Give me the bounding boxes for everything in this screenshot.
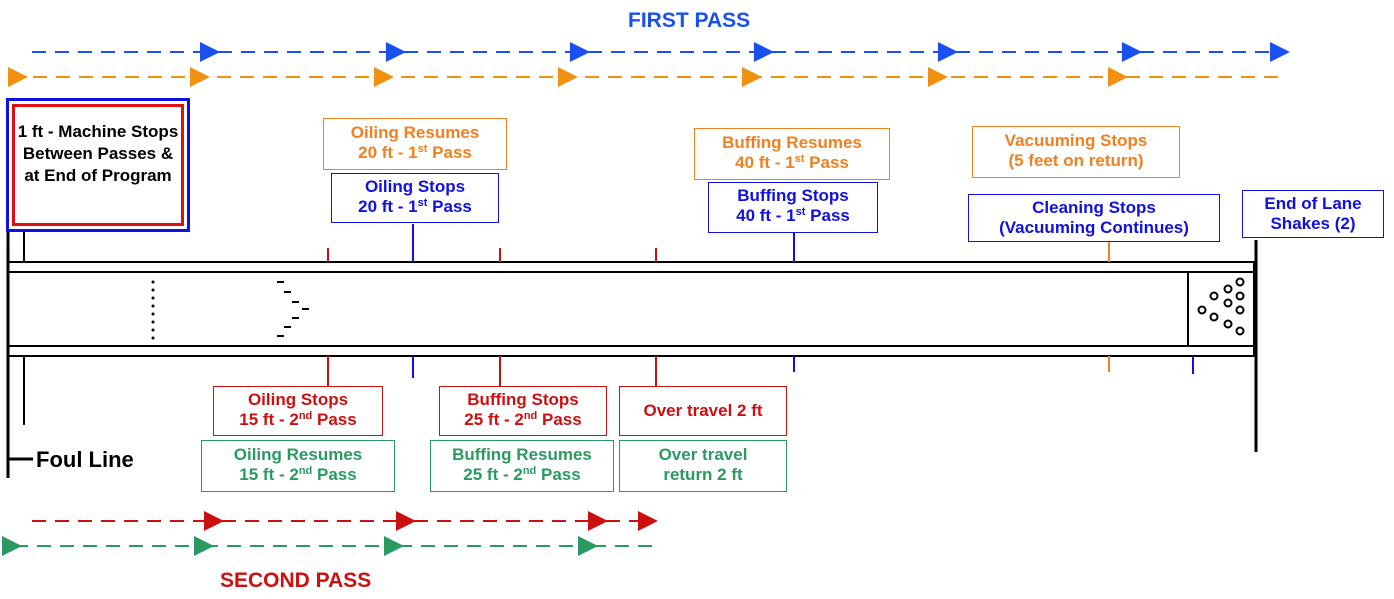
oiling-stops-second-pass: Oiling Stops 15 ft - 2nd Pass <box>213 386 383 436</box>
buffing-resumes-second-pass: Buffing Resumes 25 ft - 2nd Pass <box>430 440 614 492</box>
buffing-stops-second-pass: Buffing Stops 25 ft - 2nd Pass <box>439 386 607 436</box>
first-pass-title: FIRST PASS <box>628 9 751 32</box>
buffing-stops-first-pass: Buffing Stops 40 ft - 1st Pass <box>708 182 878 233</box>
oiling-stops-first-pass: Oiling Stops 20 ft - 1st Pass <box>331 173 499 223</box>
ticks-bottom <box>327 356 1194 386</box>
pin-deck <box>1197 277 1245 336</box>
buffing-resumes-first-pass: Buffing Resumes 40 ft - 1st Pass <box>694 128 890 180</box>
oiling-resumes-second-pass: Oiling Resumes 15 ft - 2nd Pass <box>201 440 395 492</box>
foul-line-label: Foul Line <box>36 447 134 472</box>
end-of-lane: End of Lane Shakes (2) <box>1242 190 1384 238</box>
lane-arrows <box>277 281 309 337</box>
machine-stops-label: 1 ft - Machine Stops Between Passes & at… <box>12 104 184 226</box>
lane <box>6 232 1258 478</box>
second-pass-title: SECOND PASS <box>220 569 372 592</box>
oiling-resumes-first-pass: Oiling Resumes 20 ft - 1st Pass <box>323 118 507 170</box>
vacuuming-stops: Vacuuming Stops (5 feet on return) <box>972 126 1180 178</box>
over-travel: Over travel 2 ft <box>619 386 787 436</box>
machine-stops-box: 1 ft - Machine Stops Between Passes & at… <box>6 98 190 232</box>
over-travel-return: Over travel return 2 ft <box>619 440 787 492</box>
cleaning-stops: Cleaning Stops (Vacuuming Continues) <box>968 194 1220 242</box>
lane-dots <box>151 280 155 340</box>
